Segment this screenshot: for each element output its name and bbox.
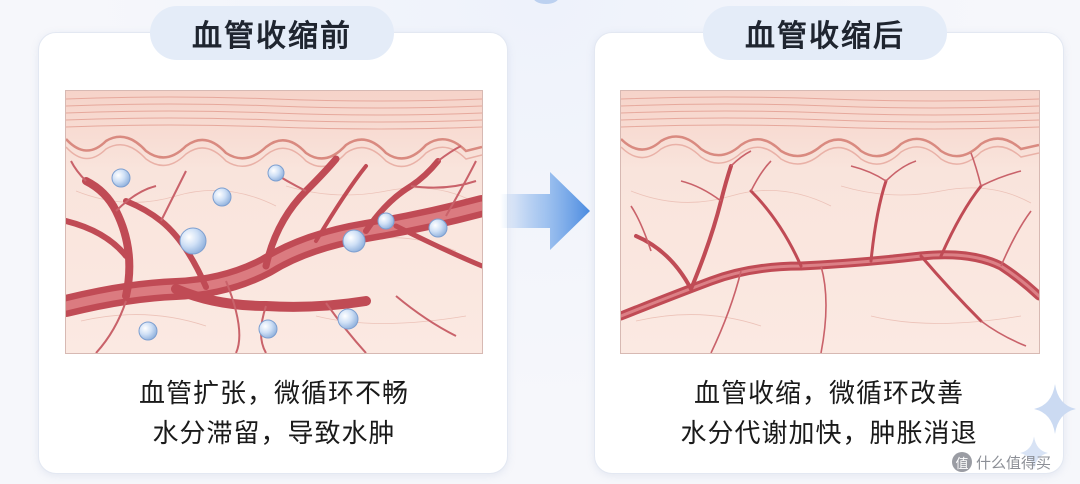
- watermark: 值 什么值得买: [952, 450, 1051, 474]
- before-caption-line1: 血管扩张，微循环不畅: [138, 379, 409, 409]
- decorative-dot: [533, 0, 559, 4]
- dilated-vessel: [66, 155, 482, 317]
- sparkle-icon: [1034, 384, 1076, 434]
- contracted-vessel: [621, 164, 1039, 323]
- before-caption-line2: 水分滞留，导致水肿: [152, 419, 396, 449]
- epidermis-layers: [66, 96, 482, 130]
- after-title: 血管收缩后: [703, 6, 947, 60]
- water-bubbles: [111, 164, 448, 341]
- before-skin-svg: [66, 91, 482, 353]
- capillaries: [630, 150, 1032, 353]
- right-arrow-icon: [500, 172, 590, 250]
- before-title: 血管收缩前: [150, 6, 394, 60]
- after-caption-line1: 血管收缩，微循环改善: [693, 379, 964, 409]
- watermark-text: 什么值得买: [976, 453, 1052, 472]
- epidermis-layers: [621, 96, 1039, 130]
- before-caption: 血管扩张，微循环不畅 水分滞留，导致水肿: [66, 374, 482, 454]
- dermal-border: [621, 135, 1039, 158]
- watermark-logo-icon: 值: [952, 452, 972, 472]
- before-illustration: [65, 90, 483, 354]
- after-caption: 血管收缩，微循环改善 水分代谢加快，肿胀消退: [620, 374, 1038, 454]
- sparkle-icon: [1020, 436, 1048, 470]
- after-skin-svg: [621, 91, 1039, 353]
- after-illustration: [620, 90, 1040, 354]
- after-caption-line2: 水分代谢加快，肿胀消退: [680, 419, 978, 449]
- dermal-border: [66, 135, 482, 160]
